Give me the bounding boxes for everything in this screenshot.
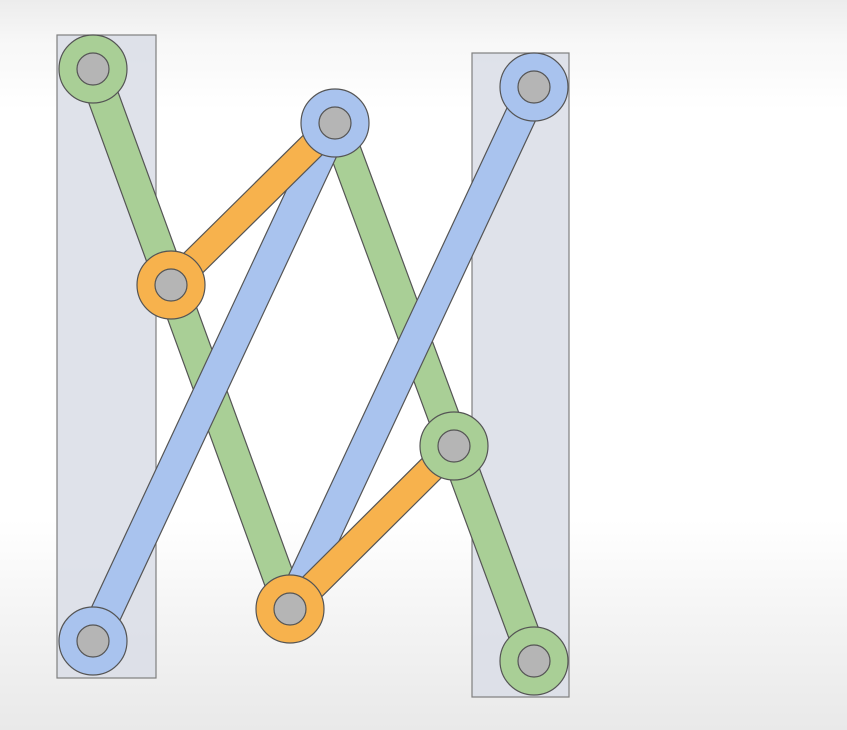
joint-mid-right-pin bbox=[437, 429, 471, 463]
joint-top-middle bbox=[300, 88, 370, 158]
joint-top-middle-pin bbox=[318, 106, 352, 140]
joint-bottom-middle bbox=[255, 574, 325, 644]
green-link-left bbox=[76, 52, 307, 626]
blue-link-right bbox=[273, 70, 551, 626]
blue-link-left-body bbox=[78, 108, 350, 656]
orange-link-top-body bbox=[158, 110, 348, 298]
joint-mid-right bbox=[419, 411, 489, 481]
orange-link-bottom bbox=[275, 431, 469, 624]
orange-link-bottom-body bbox=[277, 433, 467, 622]
joint-top-right bbox=[499, 52, 569, 122]
joint-top-right-pin bbox=[517, 70, 551, 104]
joint-bottom-right bbox=[499, 626, 569, 696]
green-link-right bbox=[318, 106, 551, 678]
blue-link-left bbox=[76, 106, 352, 658]
joint-bottom-left-pin bbox=[76, 624, 110, 658]
joint-bottom-middle-pin bbox=[273, 592, 307, 626]
joints bbox=[58, 34, 569, 696]
green-link-right-body bbox=[320, 108, 549, 676]
joint-top-left-pin bbox=[76, 52, 110, 86]
joint-mid-left-pin bbox=[154, 268, 188, 302]
links bbox=[76, 52, 551, 678]
joint-bottom-right-pin bbox=[517, 644, 551, 678]
orange-link-top bbox=[156, 108, 350, 300]
green-link-left-body bbox=[78, 54, 305, 624]
joint-mid-left bbox=[136, 250, 206, 320]
joint-top-left bbox=[58, 34, 128, 104]
joint-bottom-left bbox=[58, 606, 128, 676]
blue-link-right-body bbox=[275, 72, 549, 624]
